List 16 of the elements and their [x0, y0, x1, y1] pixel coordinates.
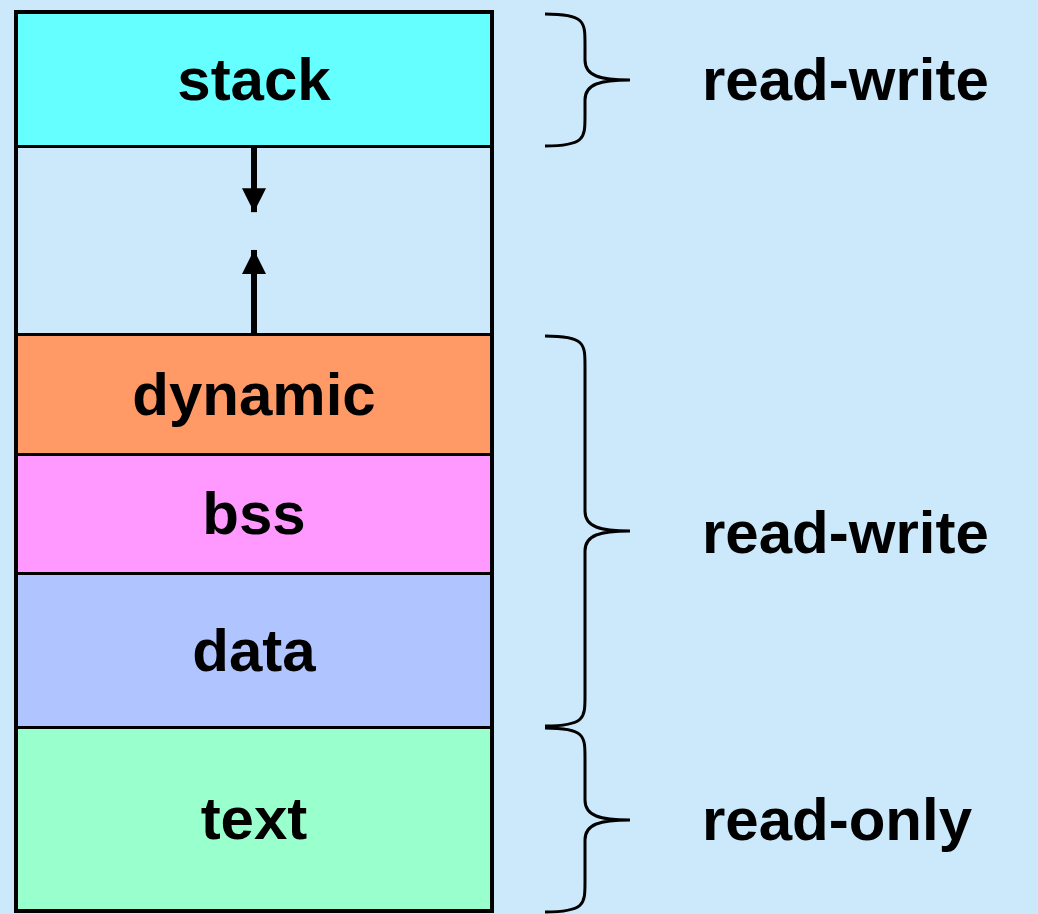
segment-label: bss — [202, 484, 306, 544]
memory-segment — [14, 727, 494, 913]
access-label: read-write — [702, 503, 989, 563]
memory-segment — [14, 334, 494, 455]
segment-label: text — [200, 789, 308, 849]
free-memory-gap — [14, 146, 494, 335]
arrow — [242, 147, 266, 213]
memory-segment — [14, 10, 494, 147]
access-label: read-only — [702, 790, 973, 850]
arrow — [242, 249, 266, 334]
segment-label: dynamic — [132, 364, 376, 425]
segment-label: data — [192, 620, 316, 681]
access-label: read-write — [702, 50, 989, 110]
memory-segment — [14, 573, 494, 728]
memory-segment — [14, 454, 494, 574]
segment-label: stack — [177, 49, 331, 110]
